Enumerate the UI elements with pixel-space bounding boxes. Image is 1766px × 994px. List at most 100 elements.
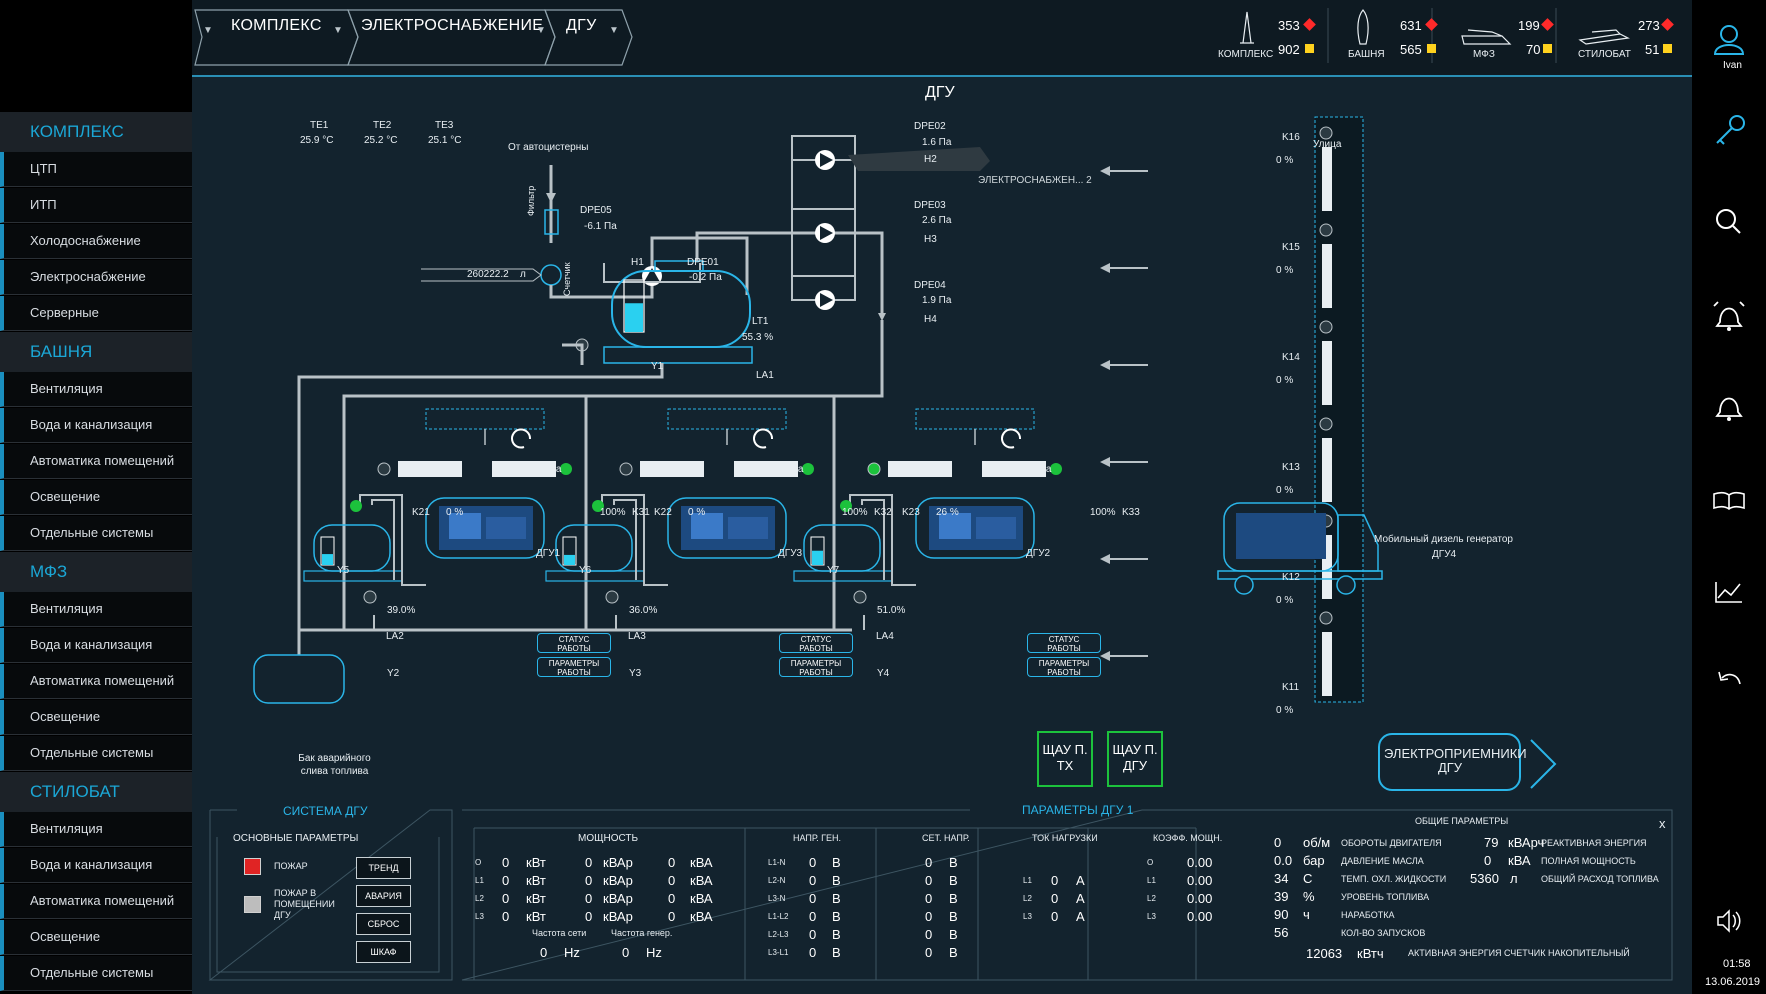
sidebar-item[interactable]: Серверные — [0, 296, 192, 331]
emergency-tank-label[interactable]: Бак аварийного слива топлива — [298, 753, 371, 777]
inlet-damper[interactable] — [398, 461, 462, 477]
wall-damper[interactable] — [1322, 341, 1332, 405]
breadcrumb-dropdown-icon[interactable]: ▼ — [333, 25, 343, 36]
sidebar-section-header[interactable]: БАШНЯ — [0, 332, 192, 372]
sidebar-item[interactable]: Отдельные системы — [0, 956, 192, 991]
fuel-pipe — [359, 494, 426, 586]
shau-dgu-button[interactable]: ЩАУ П. ДГУ — [1107, 731, 1163, 787]
inlet-damper[interactable] — [640, 461, 704, 477]
unit-status-button[interactable]: СТАТУС РАБОТЫ — [779, 633, 853, 653]
wall-damper[interactable] — [1322, 632, 1332, 696]
sidebar-section-header[interactable]: КОМПЛЕКС — [0, 112, 192, 152]
sidebar-item[interactable]: Вода и канализация — [0, 628, 192, 663]
kpi-alarm-count[interactable]: 273 — [1638, 18, 1660, 33]
trend-button[interactable]: ТРЕНД — [356, 857, 411, 879]
general-unit: % — [1303, 889, 1315, 904]
user-name[interactable]: Ivan — [1723, 60, 1742, 71]
outlet-damper[interactable] — [982, 461, 1046, 477]
sidebar-item[interactable]: ИТП — [0, 188, 192, 223]
sidebar-item[interactable]: Автоматика помещений — [0, 884, 192, 919]
sidebar-item[interactable]: Вода и канализация — [0, 408, 192, 443]
sidebar-item[interactable]: Освещение — [0, 700, 192, 735]
wall-damper[interactable] — [1322, 535, 1332, 599]
sidebar-section-header[interactable]: МФЗ — [0, 552, 192, 592]
unit-params-button[interactable]: ПАРАМЕТРЫ РАБОТЫ — [1027, 657, 1101, 677]
wall-damper[interactable] — [1322, 244, 1332, 308]
kpi-alarm-count[interactable]: 631 — [1400, 18, 1422, 33]
inlet-damper[interactable] — [888, 461, 952, 477]
kpi-alarm-count[interactable]: 353 — [1278, 18, 1300, 33]
alarm-button[interactable]: АВАРИЯ — [356, 885, 411, 907]
sidebar-section-header[interactable]: СТИЛОБАТ — [0, 772, 192, 812]
sidebar-item[interactable]: Вентиляция — [0, 372, 192, 407]
generator-frame[interactable] — [425, 497, 545, 559]
breadcrumb-item-complex[interactable]: КОМПЛЕКС — [231, 17, 322, 34]
day-tank-base — [793, 570, 893, 582]
cabinet-button[interactable]: ШКАФ — [356, 941, 411, 963]
generator-frame[interactable] — [915, 497, 1035, 559]
power-kvar: 0 — [585, 873, 593, 888]
sidebar-item[interactable]: Вода и канализация — [0, 848, 192, 883]
chevron-right-icon[interactable] — [1525, 736, 1565, 792]
kpi-warning-count[interactable]: 902 — [1278, 42, 1300, 57]
warning-icon — [1543, 44, 1552, 53]
unit-params-button[interactable]: ПАРАМЕТРЫ РАБОТЫ — [779, 657, 853, 677]
wall-damper[interactable] — [1322, 438, 1332, 502]
sidebar-item[interactable]: Холодоснабжение — [0, 224, 192, 259]
breadcrumb-item-dgu[interactable]: ДГУ — [566, 17, 597, 34]
tooltip-label[interactable]: ЭЛЕКТРОСНАБЖЕН... 2 — [978, 175, 1092, 186]
kpi-alarm-count[interactable]: 199 — [1518, 18, 1540, 33]
wall-damper[interactable] — [1322, 147, 1332, 211]
bell-icon[interactable] — [1715, 397, 1743, 422]
pump-bypass — [603, 263, 701, 283]
reset-button[interactable]: СБРОС — [356, 913, 411, 935]
sidebar-item[interactable]: Автоматика помещений — [0, 444, 192, 479]
search-icon[interactable] — [1716, 209, 1741, 234]
outlet-damper[interactable] — [734, 461, 798, 477]
unit-v: В — [949, 909, 958, 924]
kpi-label: СТИЛОБАТ — [1578, 49, 1631, 60]
alarm-bell-ringing-icon[interactable] — [1713, 301, 1745, 331]
tower-icon — [1357, 9, 1369, 45]
sidebar-item[interactable]: Автоматика помещений — [0, 664, 192, 699]
sidebar-item[interactable]: Отдельные системы — [0, 736, 192, 771]
shau-tx-button[interactable]: ЩАУ П. ТХ — [1037, 731, 1093, 787]
sidebar-item[interactable]: Вентиляция — [0, 592, 192, 627]
kpi-warning-count[interactable]: 51 — [1645, 42, 1660, 57]
sidebar-item[interactable]: Освещение — [0, 480, 192, 515]
sidebar-item[interactable]: Электроснабжение — [0, 260, 192, 295]
key-icon[interactable] — [1716, 115, 1745, 145]
outlet-damper[interactable] — [492, 461, 556, 477]
undo-icon[interactable] — [1718, 671, 1741, 685]
sidebar-item[interactable]: ЦТП — [0, 152, 192, 187]
breadcrumb-item-power[interactable]: ЭЛЕКТРОСНАБЖЕНИЕ — [361, 17, 544, 34]
kpi-warning-count[interactable]: 565 — [1400, 42, 1422, 57]
sidebar-item-label: Электроснабжение — [30, 269, 146, 284]
emergency-tank[interactable] — [253, 654, 345, 704]
kpi-label: КОМПЛЕКС — [1218, 49, 1274, 60]
unit-status-button[interactable]: СТАТУС РАБОТЫ — [1027, 633, 1101, 653]
unit-params-button[interactable]: ПАРАМЕТРЫ РАБОТЫ — [537, 657, 611, 677]
breadcrumb-dropdown-icon[interactable]: ▼ — [609, 25, 619, 36]
system-panel-frame — [208, 809, 453, 981]
generator-frame[interactable] — [667, 497, 787, 559]
general-value: 0 — [1274, 835, 1282, 850]
speaker-icon[interactable] — [1717, 909, 1741, 933]
unit-status-button[interactable]: СТАТУС РАБОТЫ — [537, 633, 611, 653]
consumers-button[interactable] — [1378, 733, 1521, 791]
sidebar-item[interactable]: Вентиляция — [0, 812, 192, 847]
sidebar-item[interactable]: Отдельные системы — [0, 516, 192, 551]
user-icon[interactable] — [1713, 25, 1745, 55]
chart-icon[interactable] — [1715, 582, 1742, 603]
sidebar-item[interactable]: Освещение — [0, 920, 192, 955]
mfz-building-icon — [1461, 29, 1512, 45]
consumers-label: ЭЛЕКТРОПРИЕМНИКИ ДГУ — [1384, 746, 1527, 775]
tank-lt1-hatch — [654, 260, 704, 272]
unit-kvar: кВАр — [603, 891, 633, 906]
breadcrumb-dropdown-icon[interactable]: ▼ — [536, 25, 546, 36]
book-icon[interactable] — [1713, 491, 1745, 510]
kpi-warning-count[interactable]: 70 — [1526, 42, 1541, 57]
unit-title: ДГУ3 — [778, 548, 803, 559]
close-panel-button[interactable]: x — [1659, 816, 1666, 831]
breadcrumb-dropdown-icon[interactable]: ▼ — [203, 25, 213, 36]
